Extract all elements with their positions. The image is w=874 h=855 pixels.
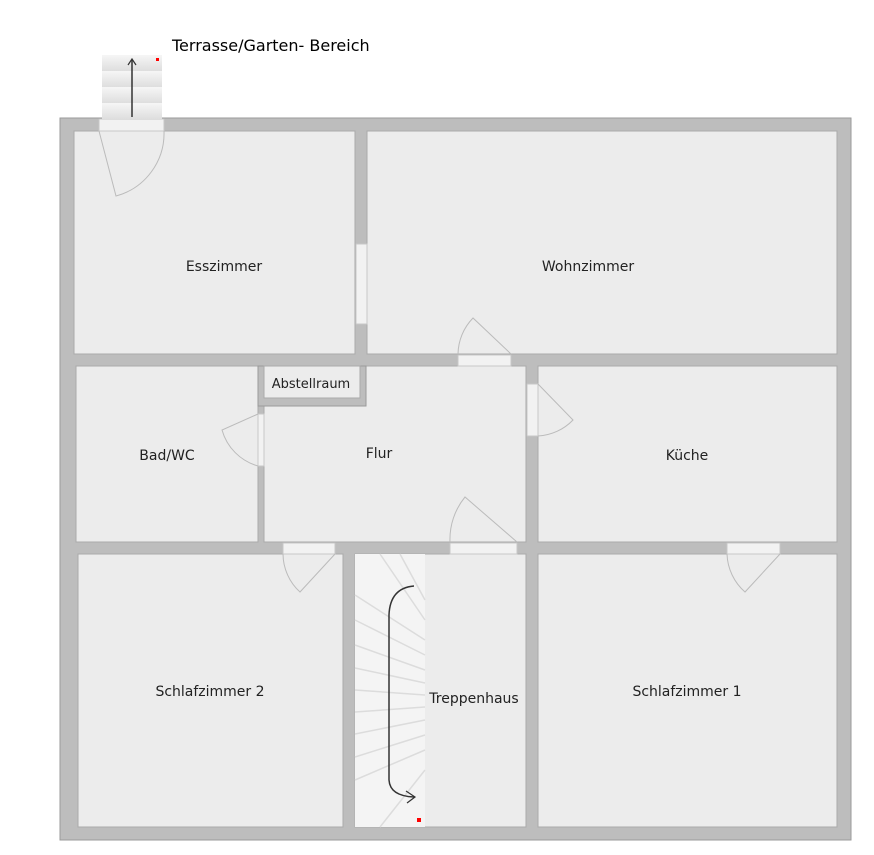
outdoor-stairs bbox=[102, 55, 162, 119]
door-swing-bad bbox=[221, 413, 259, 467]
room-kueche[interactable] bbox=[537, 365, 838, 543]
door-wohnzimmer[interactable] bbox=[457, 354, 512, 367]
room-wohnzimmer[interactable] bbox=[366, 130, 838, 355]
door-flur-treppe[interactable] bbox=[449, 542, 518, 555]
label-wohnzimmer: Wohnzimmer bbox=[542, 259, 634, 275]
label-treppenhaus: Treppenhaus bbox=[428, 691, 518, 707]
door-swing-schlafzimmer2 bbox=[282, 553, 336, 593]
marker-red bbox=[156, 58, 159, 61]
door-bad[interactable] bbox=[257, 413, 265, 467]
door-schlafzimmer2[interactable] bbox=[282, 542, 336, 555]
opening-ess-wohn[interactable] bbox=[355, 243, 368, 325]
area-title: Terrasse/Garten- Bereich bbox=[171, 36, 370, 55]
label-esszimmer: Esszimmer bbox=[186, 259, 263, 275]
door-swing-schlafzimmer1 bbox=[726, 553, 781, 593]
door-kueche[interactable] bbox=[526, 383, 539, 437]
door-schlafzimmer1[interactable] bbox=[726, 542, 781, 555]
door-swing-kueche bbox=[537, 383, 574, 437]
room-schlafzimmer2[interactable] bbox=[77, 553, 344, 828]
label-schlafzimmer1: Schlafzimmer 1 bbox=[632, 684, 741, 700]
door-swing-terrasse bbox=[98, 130, 165, 197]
door-swing-wohnzimmer bbox=[457, 317, 512, 355]
door-swing-flur bbox=[449, 496, 518, 543]
staircase-arrow-icon bbox=[388, 585, 415, 798]
label-kueche: Küche bbox=[666, 448, 709, 464]
door-terrasse[interactable] bbox=[98, 118, 165, 132]
marker-red bbox=[417, 818, 421, 822]
interior-staircase bbox=[354, 553, 426, 828]
label-flur: Flur bbox=[366, 446, 393, 462]
label-abstellraum: Abstellraum bbox=[272, 377, 350, 392]
room-esszimmer[interactable] bbox=[73, 130, 356, 355]
label-bad: Bad/WC bbox=[139, 448, 195, 464]
label-schlafzimmer2: Schlafzimmer 2 bbox=[155, 684, 264, 700]
room-abstellraum[interactable] bbox=[263, 365, 361, 399]
room-bad[interactable] bbox=[75, 365, 259, 543]
room-schlafzimmer1[interactable] bbox=[537, 553, 838, 828]
